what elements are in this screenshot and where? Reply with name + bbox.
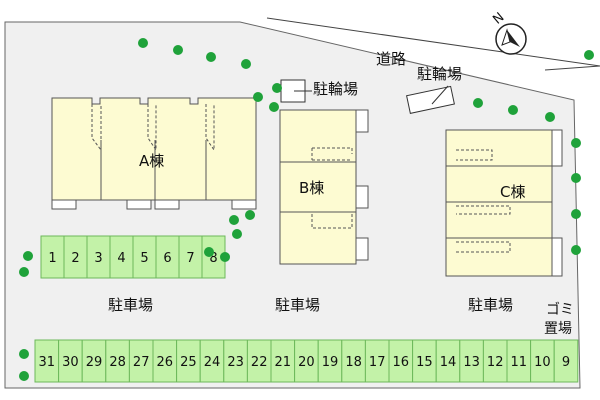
parking-bottom-space-number: 23 xyxy=(227,355,244,370)
parking-bottom-space-number: 12 xyxy=(487,355,504,370)
tree xyxy=(206,52,216,62)
road-edge-line xyxy=(266,17,600,67)
tree xyxy=(571,245,581,255)
parking-bottom-space-number: 17 xyxy=(369,355,386,370)
parking-row-bottom: 31 30 29 28 27 26 25 24 23 22 21 20 19 18 17 16 15 14 13 12… xyxy=(34,339,579,383)
tree xyxy=(229,215,239,225)
tree xyxy=(173,45,183,55)
parking-top-space-number: 6 xyxy=(163,251,171,266)
parking-bottom-space-number: 15 xyxy=(416,355,433,370)
tree xyxy=(571,173,581,183)
parking-bottom-space-number: 19 xyxy=(322,355,339,370)
parking-top-space-number: 4 xyxy=(117,251,125,266)
tree xyxy=(19,349,29,359)
tree xyxy=(23,251,33,261)
parking-top-space-number: 7 xyxy=(186,251,194,266)
tree xyxy=(241,59,251,69)
parking-top-space-number: 2 xyxy=(71,251,79,266)
parking-bottom-space-number: 9 xyxy=(562,355,570,370)
parking-bottom-space-number: 18 xyxy=(345,355,362,370)
trees xyxy=(19,38,594,381)
parking-bottom-space xyxy=(553,339,579,383)
parking-left-label: 駐車場 xyxy=(108,296,154,314)
bicycle-parking-right xyxy=(406,85,455,114)
tree xyxy=(584,50,594,60)
tree xyxy=(19,371,29,381)
parking-bottom-space-number: 21 xyxy=(275,355,292,370)
north-compass: N xyxy=(490,10,527,55)
bicycle-parking-top-label: 駐輪場 xyxy=(313,80,359,98)
tree xyxy=(508,105,518,115)
parking-top-space-number: 1 xyxy=(48,251,56,266)
tree xyxy=(571,209,581,219)
building-b-label: B棟 xyxy=(299,179,325,197)
tree xyxy=(272,83,282,93)
parking-bottom-space-number: 10 xyxy=(534,355,551,370)
parking-bottom-space-number: 16 xyxy=(393,355,410,370)
parking-bottom-space-number: 25 xyxy=(180,355,197,370)
parking-bottom-space-number: 22 xyxy=(251,355,268,370)
tree xyxy=(269,102,279,112)
parking-bottom-space-number: 13 xyxy=(463,355,480,370)
road-edge-line-2 xyxy=(544,65,600,71)
parking-bottom-space-number: 24 xyxy=(204,355,221,370)
building-b xyxy=(279,109,369,265)
tree xyxy=(245,210,255,220)
tree xyxy=(253,92,263,102)
building-a xyxy=(51,97,257,210)
building-c-label: C棟 xyxy=(500,183,526,201)
tree xyxy=(571,138,581,148)
parking-bottom-space-number: 28 xyxy=(109,355,126,370)
parking-top-space-number: 5 xyxy=(140,251,148,266)
parking-bottom-space-number: 20 xyxy=(298,355,315,370)
tree xyxy=(19,267,29,277)
parking-bottom-space-number: 31 xyxy=(39,355,56,370)
parking-top-space-number: 8 xyxy=(209,251,217,266)
parking-bottom-space-number: 29 xyxy=(86,355,103,370)
building-a-label: A棟 xyxy=(139,152,165,170)
tree xyxy=(204,247,214,257)
garbage-label-line1: ゴミ xyxy=(546,302,574,318)
tree xyxy=(545,112,555,122)
parking-center-label: 駐車場 xyxy=(275,296,321,314)
parking-bottom-space-number: 27 xyxy=(133,355,150,370)
parking-right-label: 駐車場 xyxy=(468,296,514,314)
tree xyxy=(220,252,230,262)
building-c xyxy=(445,129,563,277)
parking-bottom-space-number: 11 xyxy=(511,355,528,370)
bicycle-parking-right-leader xyxy=(431,85,449,105)
parking-bottom-space-number: 30 xyxy=(62,355,79,370)
parking-bottom-space-number: 26 xyxy=(157,355,174,370)
tree xyxy=(232,229,242,239)
parking-bottom-space-number: 14 xyxy=(440,355,457,370)
road-label: 道路 xyxy=(376,50,407,68)
tree xyxy=(138,38,148,48)
tree xyxy=(473,98,483,108)
parking-top-space-number: 3 xyxy=(94,251,102,266)
garbage-label-line2: 置場 xyxy=(544,321,572,337)
bicycle-parking-right-label: 駐輪場 xyxy=(417,65,463,83)
